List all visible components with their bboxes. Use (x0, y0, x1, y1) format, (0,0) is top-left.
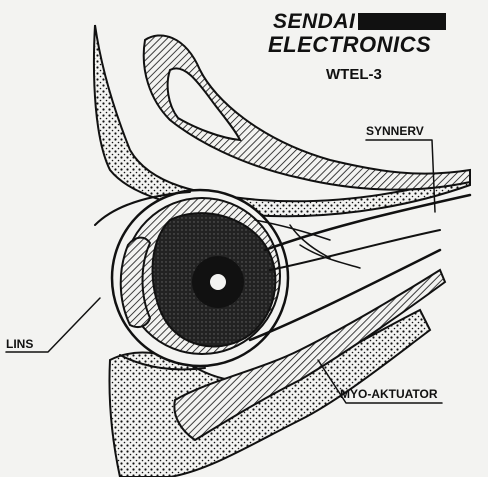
label-lens: LINS (6, 337, 33, 351)
brand-line-1: SENDAI (273, 10, 356, 33)
model-number: WTEL-3 (326, 66, 382, 83)
brand-redaction-bar (358, 13, 446, 30)
label-optic-nerve: SYNNERV (366, 124, 424, 138)
label-actuator: MYO-AKTUATOR (340, 387, 438, 401)
brand-line-2: ELECTRONICS (268, 32, 431, 57)
mechanism-hub (209, 273, 227, 291)
